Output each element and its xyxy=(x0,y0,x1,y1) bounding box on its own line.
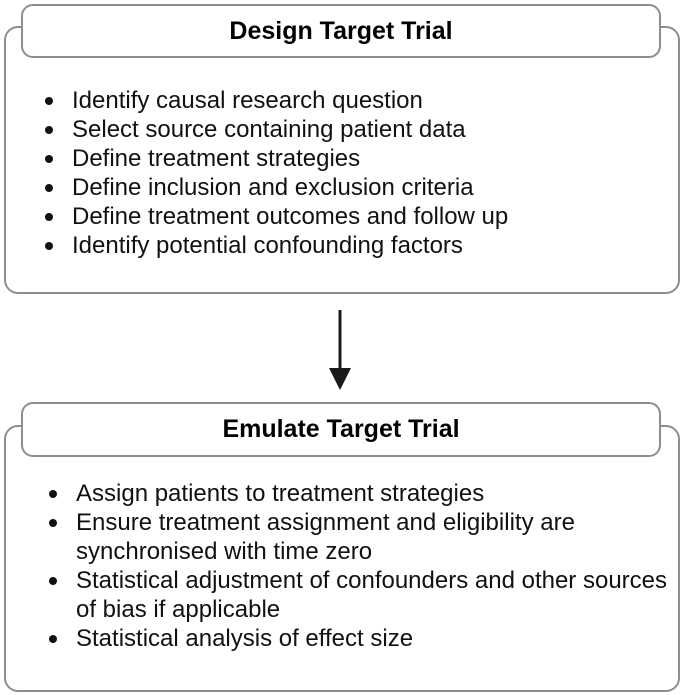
design-step-item: Identify causal research question xyxy=(45,86,665,115)
design-steps-list: Identify causal research question Select… xyxy=(45,86,665,260)
design-step-item: Define treatment outcomes and follow up xyxy=(45,202,665,231)
design-step-item: Define inclusion and exclusion criteria xyxy=(45,173,665,202)
emulate-step-item: Statistical adjustment of confounders an… xyxy=(49,566,669,624)
emulate-step-item: Ensure treatment assignment and eligibil… xyxy=(49,508,669,566)
down-arrow-icon xyxy=(329,310,351,390)
design-target-trial-box xyxy=(4,26,680,294)
design-step-item: Define treatment strategies xyxy=(45,144,665,173)
design-target-trial-title: Design Target Trial xyxy=(21,4,661,58)
emulate-target-trial-title: Emulate Target Trial xyxy=(21,402,661,457)
design-step-item: Identify potential confounding factors xyxy=(45,231,665,260)
design-step-item: Select source containing patient data xyxy=(45,115,665,144)
emulate-steps-list: Assign patients to treatment strategies … xyxy=(49,479,669,653)
emulate-target-trial-box xyxy=(4,425,680,692)
emulate-step-item: Assign patients to treatment strategies xyxy=(49,479,669,508)
emulate-step-item: Statistical analysis of effect size xyxy=(49,624,669,653)
